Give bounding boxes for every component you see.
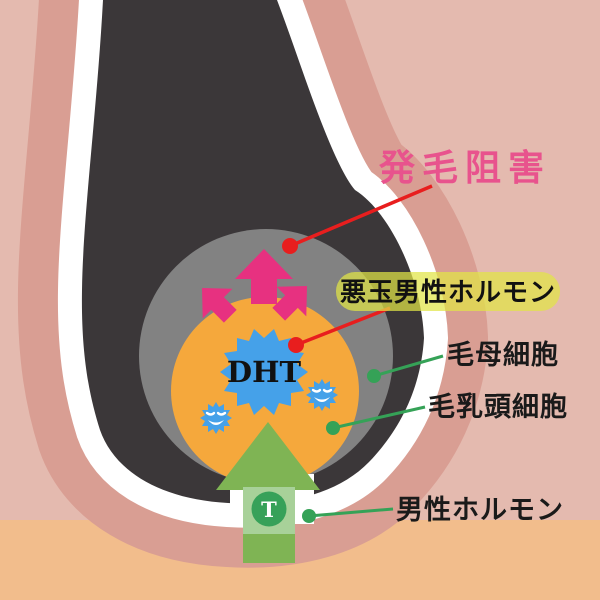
leader-dot-growth-inhibition (282, 238, 298, 254)
matrix-label: 毛母細胞 (447, 340, 559, 370)
hormone-spread-arrow-icon (235, 249, 293, 304)
hormone-spread-arrow-left-icon (202, 288, 237, 323)
testosterone-label: T (261, 497, 277, 522)
dht-burst-icon (220, 329, 308, 415)
bad-hormone-label: 悪玉男性ホルモン (340, 277, 556, 307)
papilla-label: 毛乳頭細胞 (428, 392, 568, 422)
male-hormone-label: 男性ホルモン (396, 495, 564, 525)
evil-germ-icon (200, 402, 232, 434)
bad-hormone-badge (336, 272, 560, 311)
leader-dot-bad-hormone (288, 337, 304, 353)
leader-dot-matrix (367, 369, 381, 383)
leader-dot-papilla (326, 421, 340, 435)
leader-line-male-hormone (308, 507, 394, 518)
leader-dot-male-hormone (302, 509, 316, 523)
hormone-spread-arrow-right-icon (272, 286, 307, 321)
growth-inhibition-label: 発毛阻害 (379, 147, 551, 188)
leader-line-matrix (373, 354, 444, 378)
testosterone-circle (251, 491, 287, 527)
evil-germ-icon (306, 379, 338, 411)
dht-label: DHT (227, 355, 302, 389)
leader-line-growth-inhibition (289, 184, 433, 248)
leader-line-bad-hormone (295, 306, 391, 347)
leader-line-papilla (332, 405, 426, 430)
